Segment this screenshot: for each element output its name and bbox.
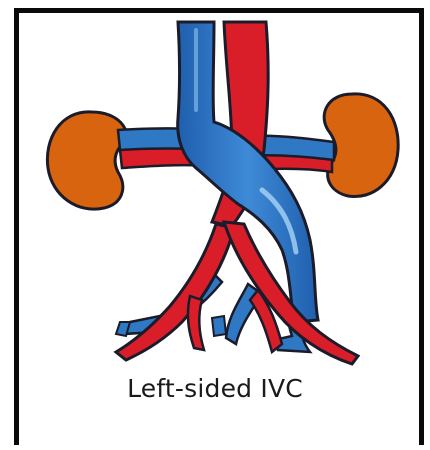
kidney-right bbox=[324, 94, 398, 197]
vein-tip-mid bbox=[212, 316, 226, 336]
iliac-artery-left bbox=[116, 224, 234, 360]
internal-iliac-left bbox=[188, 296, 204, 350]
kidney-left bbox=[47, 112, 126, 209]
figure-caption: Left-sided IVC bbox=[0, 374, 430, 403]
